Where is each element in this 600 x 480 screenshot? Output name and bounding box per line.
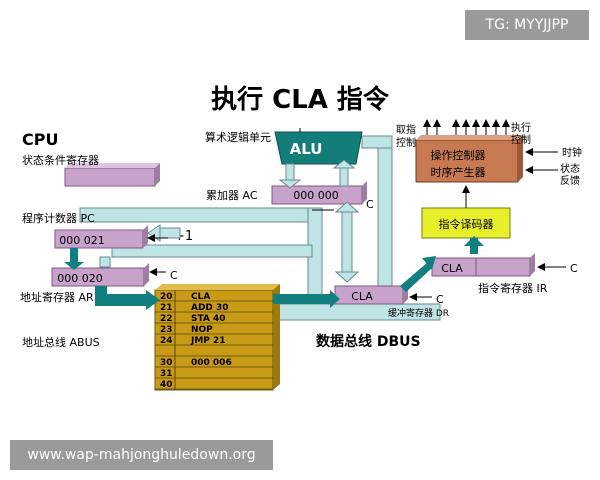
ir-c-label: C	[570, 262, 578, 275]
teal-arrows	[64, 236, 484, 310]
watermark-bottom: www.wap-mahjonghuledown.org	[10, 440, 273, 470]
memory-content: ADD 30	[191, 303, 229, 313]
diagram-title: 执行 CLA 指令	[211, 84, 390, 115]
memory-address: 22	[160, 314, 173, 324]
ir-label: 指令寄存器 IR	[478, 281, 548, 295]
control-unit	[415, 135, 523, 183]
status-register-label: 状态条件寄存器	[22, 153, 99, 167]
memory-content: NOP	[191, 325, 213, 335]
memory-address: 20	[160, 292, 173, 302]
ir-value: CLA	[441, 262, 463, 275]
clock-label: 时钟	[562, 146, 582, 159]
memory-content: STA 40	[191, 314, 226, 324]
accumulator-label: 累加器 AC	[206, 189, 258, 202]
pc-value: 000 021	[59, 234, 105, 247]
pc-label: 程序计数器 PC	[22, 211, 95, 225]
address-bus-label: 地址总线 ABUS	[22, 335, 100, 349]
ac-c-label: C	[366, 198, 374, 211]
memory-address: 21	[160, 303, 173, 313]
dr-value: CLA	[351, 290, 373, 303]
cpu-label: CPU	[22, 130, 58, 149]
control-line1: 操作控制器	[431, 148, 486, 162]
ar-c-label: C	[170, 269, 178, 282]
ar-label: 地址寄存器 AR	[20, 290, 94, 304]
dr-c-label: C	[436, 293, 444, 306]
exec-control-1: 执行	[511, 121, 531, 134]
alu-unit-label: 算术逻辑单元	[205, 130, 271, 144]
memory-content: 000 006	[191, 358, 232, 368]
memory-address: 31	[160, 369, 173, 379]
alu-label: ALU	[290, 140, 323, 158]
decoder-label: 指令译码器	[439, 217, 494, 231]
status-register	[64, 163, 160, 187]
memory-content: CLA	[191, 292, 210, 302]
watermark-top: TG: MYYJJPP	[465, 10, 589, 40]
instruction-register	[431, 253, 535, 277]
alu-unit	[274, 131, 363, 165]
data-bus	[79, 135, 441, 321]
status-feedback-2: 反馈	[560, 174, 580, 187]
memory-address: 30	[160, 358, 173, 368]
ar-value: 000 020	[57, 272, 103, 285]
main-memory	[154, 284, 280, 391]
bus-arrows	[99, 159, 360, 283]
status-feedback-1: 状态	[560, 162, 580, 175]
control-lines	[147, 119, 566, 301]
memory-address: 23	[160, 325, 173, 335]
dr-label: 缓冲寄存器 DR	[388, 307, 449, 319]
memory-address: 40	[160, 380, 173, 390]
exec-control-2: 控制	[511, 133, 531, 146]
fetch-control-1: 取指	[396, 123, 416, 136]
accumulator-value: 000 000	[293, 189, 339, 202]
memory-address: 24	[160, 336, 173, 346]
fetch-control-2: 控制	[396, 136, 416, 149]
control-line2: 时序产生器	[431, 165, 486, 179]
memory-rows: 20 CLA 21 ADD 30 22 STA 40 23 NOP 24 JMP 21 30 000 …	[155, 292, 273, 390]
memory-content: JMP 21	[190, 336, 226, 346]
program-counter	[54, 225, 148, 249]
data-bus-label: 数据总线 DBUS	[316, 333, 421, 350]
accumulator-register	[271, 181, 367, 205]
